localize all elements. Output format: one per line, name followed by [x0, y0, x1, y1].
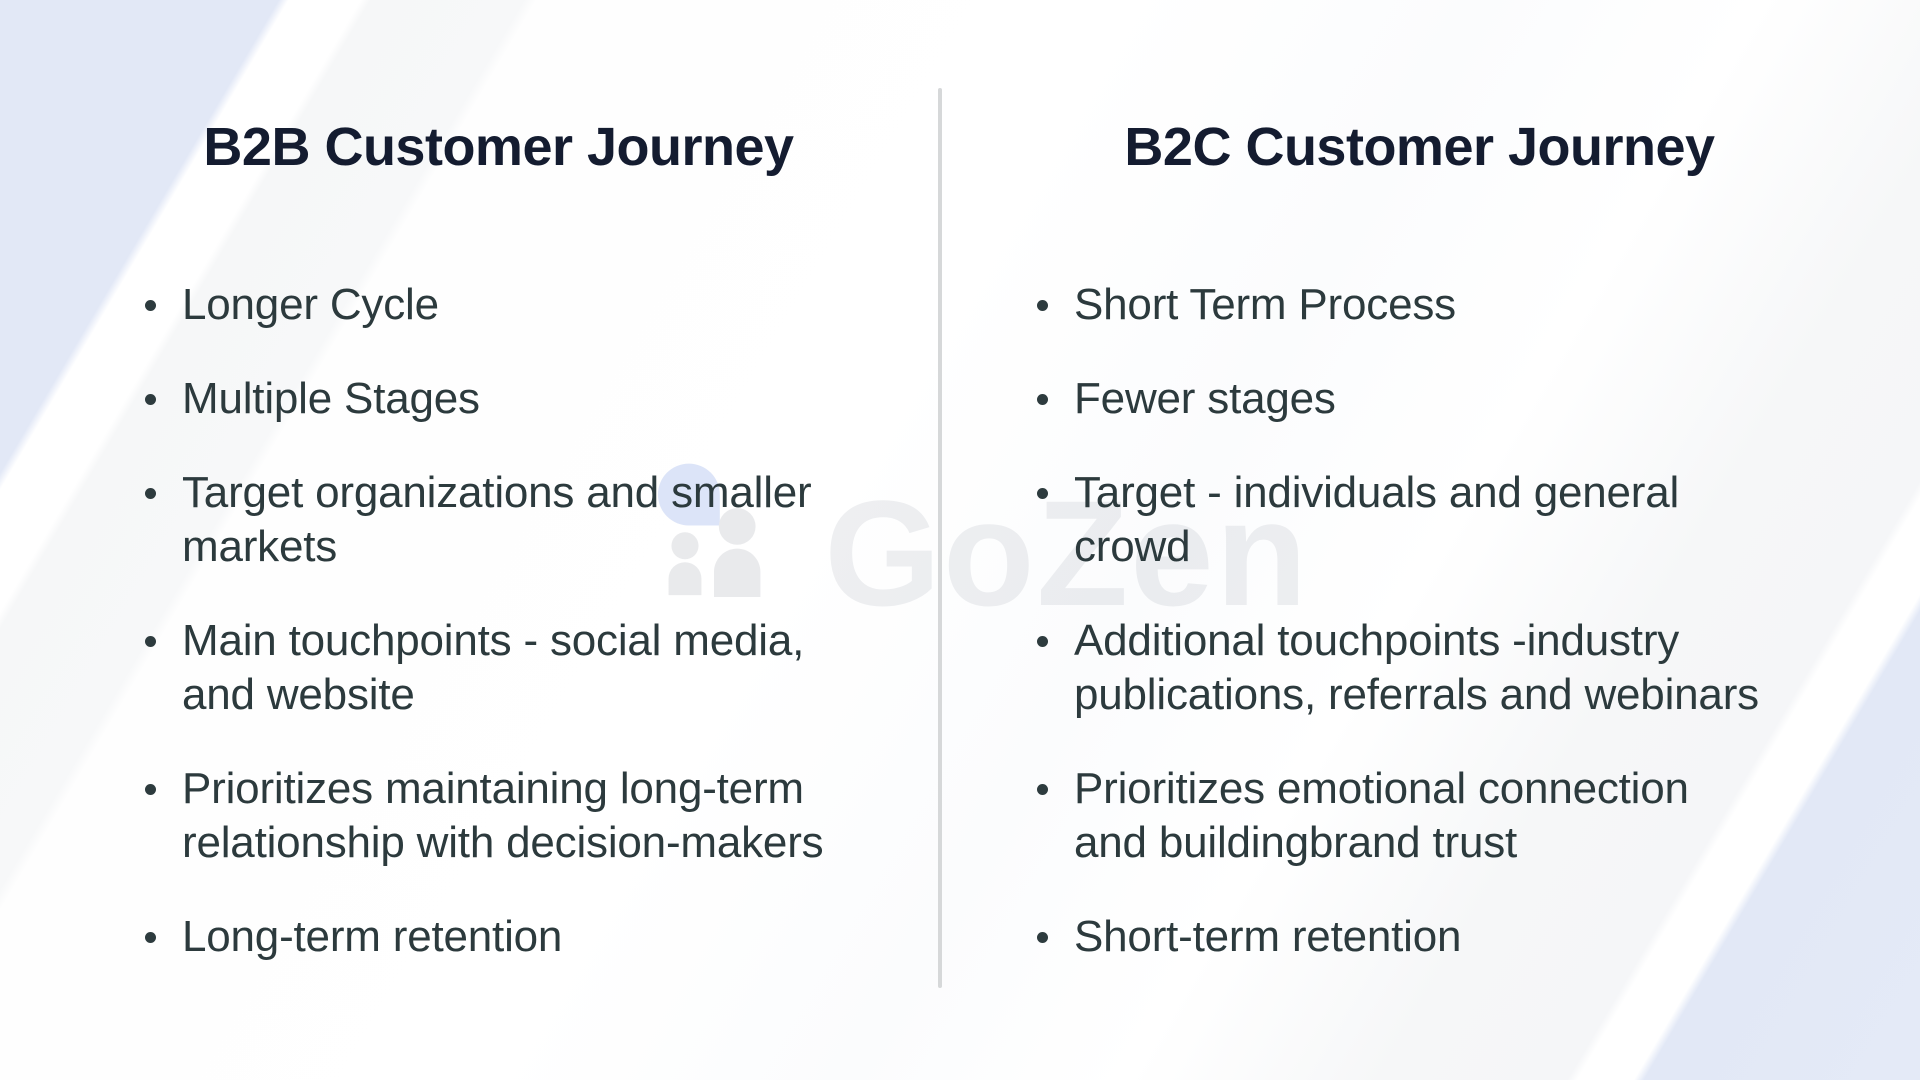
bullet-dot — [145, 394, 156, 405]
b2c-bullet-emotional-connection: Prioritizes emotional connection and bui… — [1037, 762, 1920, 870]
b2b-column-title: B2B Customer Journey — [203, 117, 794, 177]
b2b-column: B2B Customer Journey Longer Cycle Multip… — [0, 0, 941, 1080]
bullet-dot — [1037, 784, 1048, 795]
bullet-dot — [1037, 300, 1048, 311]
bullet-dot — [145, 300, 156, 311]
b2b-bullet-multiple-stages: Multiple Stages — [145, 372, 941, 426]
b2c-bullet-target-individuals: Target - individuals and general crowd — [1037, 466, 1920, 574]
bullet-dot — [145, 784, 156, 795]
column-divider — [938, 88, 942, 988]
bullet-dot — [145, 932, 156, 943]
b2b-bullet-longer-cycle: Longer Cycle — [145, 278, 941, 332]
b2c-bullet-list: Short Term Process Fewer stages Target -… — [1037, 278, 1920, 964]
b2b-bullet-long-term-relationship: Prioritizes maintaining long-term relati… — [145, 762, 941, 870]
b2c-bullet-fewer-stages: Fewer stages — [1037, 372, 1920, 426]
b2b-bullet-target-organizations: Target organizations and smaller markets — [145, 466, 941, 574]
bullet-dot — [145, 636, 156, 647]
b2c-bullet-short-term-retention: Short-term retention — [1037, 910, 1920, 964]
b2c-column-title: B2C Customer Journey — [1124, 117, 1715, 177]
b2b-bullet-list: Longer Cycle Multiple Stages Target orga… — [145, 278, 941, 964]
b2b-bullet-long-term-retention: Long-term retention — [145, 910, 941, 964]
b2c-bullet-short-term-process: Short Term Process — [1037, 278, 1920, 332]
b2c-column: B2C Customer Journey Short Term Process … — [941, 0, 1920, 1080]
b2b-bullet-main-touchpoints: Main touchpoints - social media, and web… — [145, 614, 941, 722]
bullet-dot — [145, 488, 156, 499]
bullet-dot — [1037, 394, 1048, 405]
bullet-dot — [1037, 932, 1048, 943]
b2c-bullet-additional-touchpoints: Additional touchpoints -industry publica… — [1037, 614, 1920, 722]
bullet-dot — [1037, 488, 1048, 499]
bullet-dot — [1037, 636, 1048, 647]
